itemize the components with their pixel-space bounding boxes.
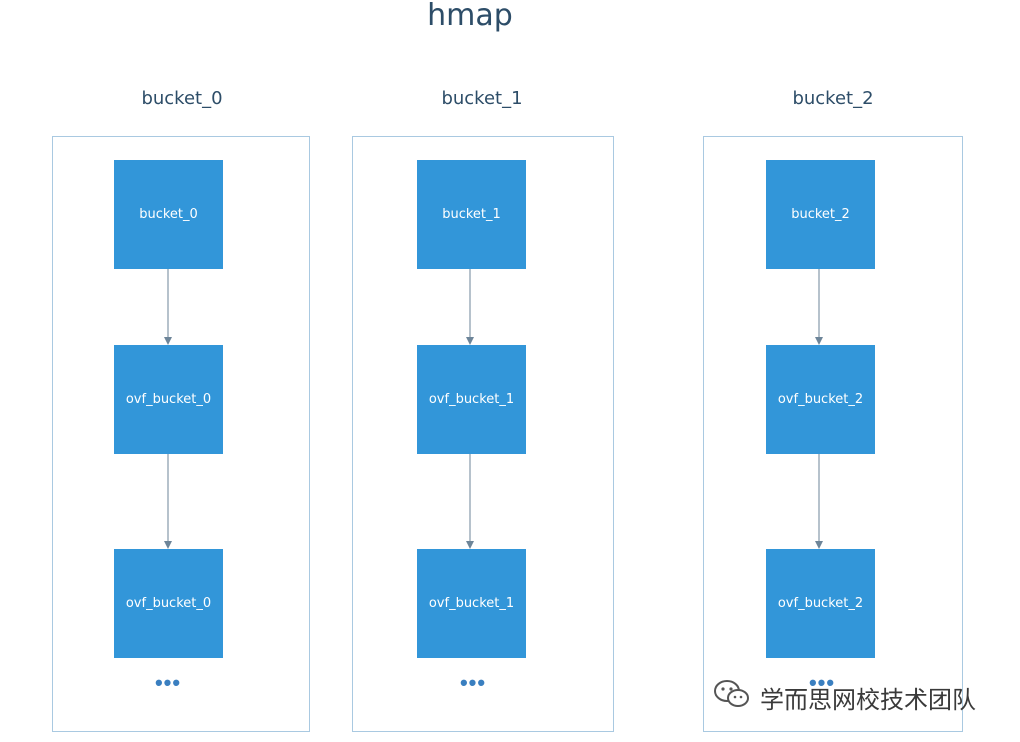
overflow-bucket-node: ovf_bucket_0 — [114, 549, 223, 658]
column-label-bucket-1: bucket_1 — [441, 88, 523, 109]
overflow-bucket-node: ovf_bucket_1 — [417, 345, 526, 454]
overflow-bucket-node: ovf_bucket_2 — [766, 549, 875, 658]
overflow-bucket-node: ovf_bucket_0 — [114, 345, 223, 454]
overflow-bucket-node: ovf_bucket_1 — [417, 549, 526, 658]
diagram-title: hmap — [427, 0, 513, 33]
watermark-text: 学而思网校技术团队 — [760, 685, 976, 714]
wechat-icon — [712, 678, 752, 716]
bucket-frame-0: bucket_0 ovf_bucket_0 ovf_bucket_0 ••• — [52, 136, 310, 732]
watermark: 学而思网校技术团队 — [712, 678, 976, 716]
column-label-bucket-0: bucket_0 — [141, 88, 223, 109]
overflow-bucket-node: ovf_bucket_2 — [766, 345, 875, 454]
bucket-frame-2: bucket_2 ovf_bucket_2 ovf_bucket_2 ••• — [703, 136, 963, 732]
bucket-node: bucket_0 — [114, 160, 223, 269]
bucket-frame-1: bucket_1 ovf_bucket_1 ovf_bucket_1 ••• — [352, 136, 614, 732]
bucket-node: bucket_1 — [417, 160, 526, 269]
column-label-bucket-2: bucket_2 — [792, 88, 874, 109]
bucket-node: bucket_2 — [766, 160, 875, 269]
